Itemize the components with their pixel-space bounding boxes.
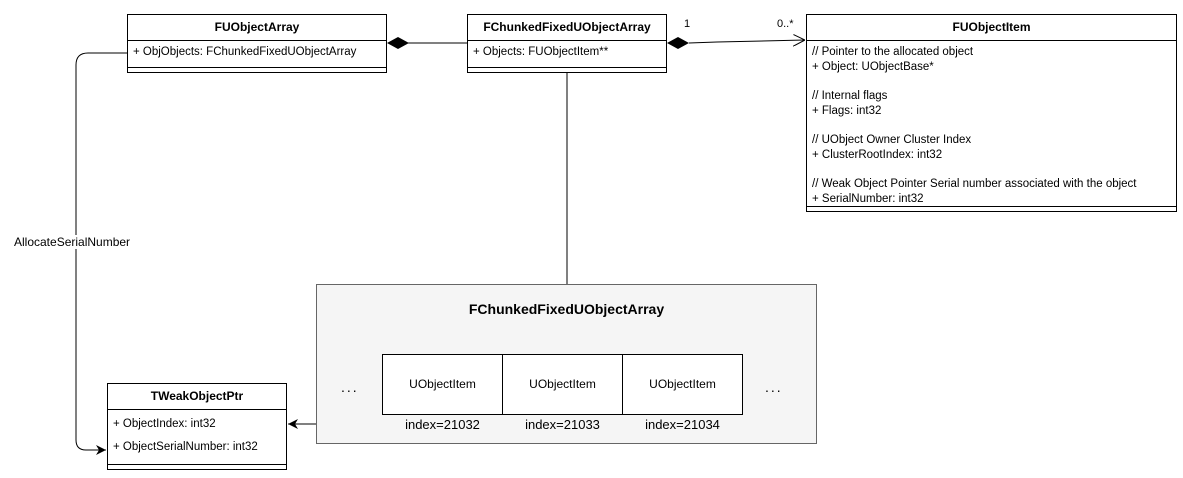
uobjectitem-cell: UObjectItem	[622, 354, 743, 415]
chunked-array-panel: FChunkedFixedUObjectArray ... UObjectIte…	[316, 284, 817, 444]
class-fields: + ObjObjects: FChunkedFixedUObjectArray	[128, 41, 386, 60]
class-title: FUObjectArray	[128, 15, 386, 41]
field-objectindex: + ObjectIndex: int32	[113, 418, 216, 430]
field-objects: + Objects: FUObjectItem**	[473, 46, 609, 58]
class-title: FChunkedFixedUObjectArray	[468, 15, 666, 41]
field-objectserialnumber: + ObjectSerialNumber: int32	[113, 441, 258, 453]
methods-divider	[108, 464, 286, 465]
allocate-serial-label: AllocateSerialNumber	[14, 235, 131, 249]
tweakobjectptr-class[interactable]: TWeakObjectPtr + ObjectIndex: int32 + Ob…	[107, 383, 287, 470]
methods-divider	[468, 67, 666, 68]
field-flags: + Flags: int32	[812, 105, 882, 117]
class-fields: + Objects: FUObjectItem**	[468, 41, 666, 60]
fchunkedfixeduobjectarray-class[interactable]: FChunkedFixedUObjectArray + Objects: FUO…	[467, 14, 667, 73]
fuobjectarray-class[interactable]: FUObjectArray + ObjObjects: FChunkedFixe…	[127, 14, 387, 73]
multiplicity-source: 1	[684, 18, 691, 30]
uobjectitem-cell: UObjectItem	[502, 354, 623, 415]
index-label: index=21034	[645, 417, 720, 432]
class-title: FUObjectItem	[807, 15, 1176, 41]
allocate-serial-edge	[75, 52, 127, 455]
index-label: index=21033	[525, 417, 600, 432]
field-clusterrootindex: + ClusterRootIndex: int32	[812, 149, 943, 161]
class-fields: + ObjectIndex: int32 + ObjectSerialNumbe…	[108, 410, 286, 456]
field-objobjects: + ObjObjects: FChunkedFixedUObjectArray	[133, 46, 357, 58]
ellipsis-right: ...	[765, 379, 783, 395]
composition-diamond-item	[667, 37, 689, 49]
comment-flags: // Internal flags	[812, 90, 888, 102]
spacer	[812, 75, 1171, 89]
comment-cluster: // UObject Owner Cluster Index	[812, 134, 972, 146]
multiplicity-target: 0..*	[777, 18, 794, 30]
composition-edge-item	[688, 40, 805, 43]
class-fields: // Pointer to the allocated object + Obj…	[807, 41, 1176, 207]
uobjectitem-cell: UObjectItem	[382, 354, 503, 415]
methods-divider	[807, 206, 1176, 207]
composition-diamond-array	[387, 37, 409, 49]
fuobjectitem-class[interactable]: FUObjectItem // Pointer to the allocated…	[806, 14, 1177, 212]
spacer	[812, 163, 1171, 177]
spacer	[812, 119, 1171, 133]
ellipsis-left: ...	[341, 379, 359, 395]
methods-divider	[128, 67, 386, 68]
comment-serial: // Weak Object Pointer Serial number ass…	[812, 178, 1137, 190]
panel-title: FChunkedFixedUObjectArray	[468, 301, 665, 317]
field-object: + Object: UObjectBase*	[812, 61, 934, 73]
comment-object: // Pointer to the allocated object	[812, 46, 974, 58]
index-label: index=21032	[405, 417, 480, 432]
field-serialnumber: + SerialNumber: int32	[812, 193, 924, 205]
class-title: TWeakObjectPtr	[108, 384, 286, 410]
